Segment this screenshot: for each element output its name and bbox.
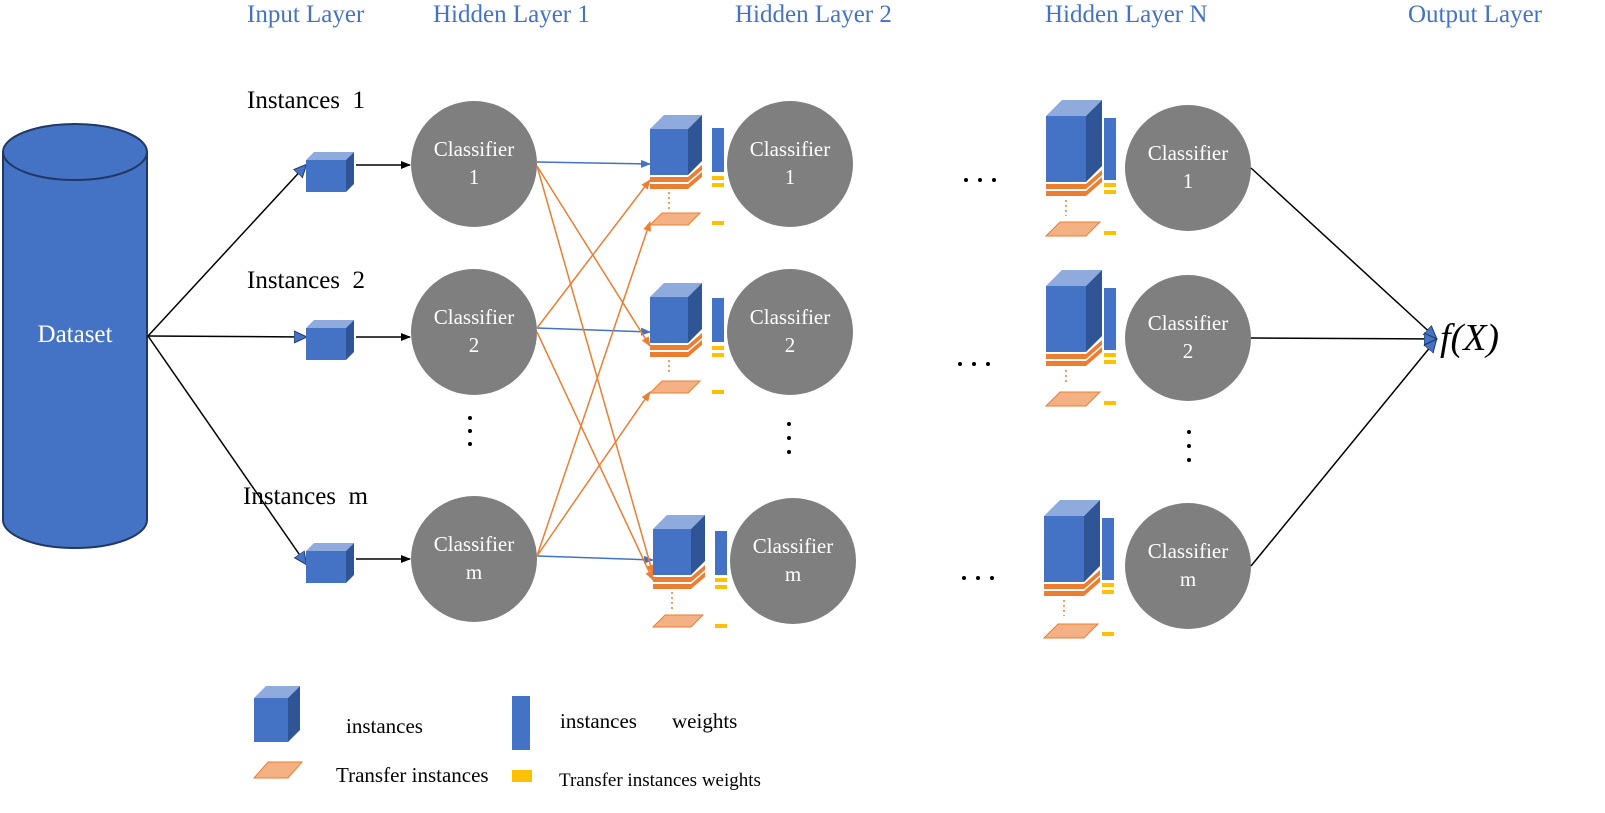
h1-classifier-1: Classifier 1 xyxy=(411,101,537,227)
h1-to-h2-orange-2a xyxy=(536,179,651,329)
h2-classifier-2-word: Classifier xyxy=(750,305,830,329)
output-function: f(X) xyxy=(1440,317,1499,359)
legend-instances-label: instances xyxy=(346,714,423,738)
horizontal-dots-row-1 xyxy=(964,178,996,182)
hidden-layer-n-title: Hidden Layer N xyxy=(1045,1,1207,28)
h2-classifier-m-word: Classifier xyxy=(753,534,833,558)
h1-classifier-2: Classifier 2 xyxy=(411,269,537,395)
instances-2-label: Instances 2 xyxy=(247,267,365,294)
h1-to-h2-orange-2b xyxy=(536,331,654,581)
h2-classifier-1: Classifier 1 xyxy=(727,101,853,227)
hn-instance-group-1 xyxy=(1044,100,1116,237)
instances-m-label: Instances m xyxy=(243,483,369,510)
h1-classifier-m-id: m xyxy=(466,560,482,584)
legend-transfer-instances-weights-label: Transfer instances weights xyxy=(559,770,761,791)
instance-cube-1 xyxy=(306,152,354,192)
dataset-arrow-3 xyxy=(147,335,306,564)
h2-classifier-m: Classifier m xyxy=(730,498,856,624)
output-arrow-1 xyxy=(1250,167,1436,338)
dataset-arrow-2 xyxy=(147,336,306,337)
h1-to-h2-blue-1 xyxy=(536,159,651,168)
hn-classifier-m-id: m xyxy=(1180,567,1196,591)
h1-to-h2-orange-mb xyxy=(536,391,651,557)
h2-classifier-2-id: 2 xyxy=(785,333,796,357)
h2-instance-group-1 xyxy=(648,115,724,226)
legend-transfer-weight-swatch xyxy=(512,770,532,782)
horizontal-dots-row-m xyxy=(962,576,994,580)
hn-classifier-m: Classifier m xyxy=(1125,503,1251,629)
hn-vertical-dots xyxy=(1187,430,1191,462)
h1-classifier-1-word: Classifier xyxy=(434,137,514,161)
output-arrow-2 xyxy=(1250,338,1436,339)
legend-instance-cube xyxy=(254,686,300,742)
hn-classifier-2-word: Classifier xyxy=(1148,311,1228,335)
h1-classifier-2-id: 2 xyxy=(469,333,480,357)
legend-instances-weights-label-b: weights xyxy=(672,709,737,733)
legend-transfer-instance-plate xyxy=(252,761,304,779)
instances-1-label: Instances 1 xyxy=(247,87,365,114)
h1-to-h2-orange-1a xyxy=(536,165,651,347)
hn-classifier-2-id: 2 xyxy=(1183,339,1194,363)
hn-instance-group-m xyxy=(1042,500,1114,639)
input-layer-title: Input Layer xyxy=(247,1,365,28)
hn-classifier-1-id: 1 xyxy=(1183,169,1194,193)
h1-classifier-1-id: 1 xyxy=(469,165,480,189)
h1-to-h2-orange-ma xyxy=(536,221,651,557)
legend-transfer-instances-label: Transfer instances xyxy=(336,763,489,787)
hidden-layer-1-title: Hidden Layer 1 xyxy=(433,1,590,28)
h2-vertical-dots xyxy=(787,422,791,454)
h2-instance-group-m xyxy=(651,515,727,628)
h1-to-h2-blue-m xyxy=(536,555,654,564)
legend-instances-weights-label-a: instances xyxy=(560,709,637,733)
h1-classifier-2-word: Classifier xyxy=(434,305,514,329)
instance-cube-m xyxy=(306,543,354,583)
horizontal-dots-row-2 xyxy=(958,362,990,366)
h2-classifier-m-id: m xyxy=(785,562,801,586)
hn-instance-group-2 xyxy=(1044,270,1116,407)
dataset-cylinder: Dataset xyxy=(2,123,148,549)
h1-classifier-m: Classifier m xyxy=(411,496,537,622)
h1-to-h2-blue-2 xyxy=(536,327,651,336)
hn-classifier-m-word: Classifier xyxy=(1148,539,1228,563)
h2-classifier-1-id: 1 xyxy=(785,165,796,189)
output-arrow-m xyxy=(1250,340,1436,567)
hn-classifier-2: Classifier 2 xyxy=(1125,275,1251,401)
h2-classifier-2: Classifier 2 xyxy=(727,269,853,395)
instance-cube-2 xyxy=(306,320,354,360)
h1-to-h2-orange-1b xyxy=(536,165,655,575)
hn-classifier-1: Classifier 1 xyxy=(1125,105,1251,231)
h1-classifier-m-word: Classifier xyxy=(434,532,514,556)
h1-vertical-dots xyxy=(468,416,472,446)
h2-instance-group-2 xyxy=(648,283,724,394)
hn-classifier-1-word: Classifier xyxy=(1148,141,1228,165)
dataset-label: Dataset xyxy=(38,321,113,348)
legend-weight-bar xyxy=(512,696,530,750)
legend: instances instances weights Transfer ins… xyxy=(252,686,761,791)
dataset-arrow-1 xyxy=(147,165,306,337)
h2-classifier-1-word: Classifier xyxy=(750,137,830,161)
output-layer-title: Output Layer xyxy=(1408,1,1543,28)
hidden-layer-2-title: Hidden Layer 2 xyxy=(735,1,892,28)
